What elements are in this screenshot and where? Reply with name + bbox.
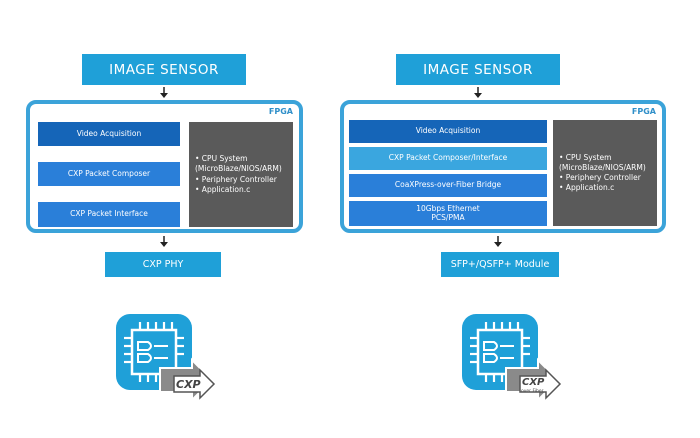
- cpu-line: • Application.c: [195, 184, 251, 194]
- chip-logo-icon: CXP: [116, 312, 216, 412]
- block-label: 10Gbps Ethernet PCS/PMA: [416, 203, 480, 222]
- cpu-line: • Periphery Controller: [195, 174, 277, 184]
- left-image-sensor-label: IMAGE SENSOR: [109, 61, 219, 78]
- right-fpga-container: FPGA Video Acquisition CXP Packet Compos…: [340, 100, 666, 233]
- right-ethernet-pcs-pma-block: 10Gbps Ethernet PCS/PMA: [349, 201, 547, 226]
- block-label: Video Acquisition: [76, 128, 142, 138]
- right-coaxpress-over-fiber-bridge-block: CoaXPress-over-Fiber Bridge: [349, 174, 547, 197]
- left-logo-text: CXP: [176, 378, 201, 391]
- right-image-sensor-box: IMAGE SENSOR: [396, 54, 560, 85]
- cpu-line: • CPU System: [559, 152, 612, 162]
- right-logo-subtext: over Fiber: [521, 388, 544, 394]
- block-label: Video Acquisition: [415, 126, 481, 136]
- left-image-sensor-box: IMAGE SENSOR: [82, 54, 246, 85]
- right-sfp-module-box: SFP+/QSFP+ Module: [441, 252, 559, 277]
- cpu-line: • Application.c: [559, 183, 615, 193]
- cpu-line: • Periphery Controller: [559, 173, 641, 182]
- arrow-down-icon: [156, 87, 172, 99]
- left-video-acquisition-block: Video Acquisition: [38, 122, 180, 146]
- right-cpu-system-block: • CPU System (MicroBlaze/NIOS/ARM) • Per…: [553, 120, 657, 226]
- right-cxp-packet-composer-interface-block: CXP Packet Composer/Interface: [349, 147, 547, 170]
- arrow-down-icon: [470, 87, 486, 99]
- block-label: CXP Packet Composer: [67, 168, 151, 178]
- block-label: CoaXPress-over-Fiber Bridge: [394, 180, 502, 190]
- left-cxp-phy-box: CXP PHY: [105, 252, 221, 277]
- chip-logo-icon: CXP over Fiber: [462, 312, 562, 412]
- cpu-line: • CPU System: [195, 154, 248, 164]
- right-sfp-module-label: SFP+/QSFP+ Module: [450, 259, 550, 270]
- arrow-down-icon: [490, 236, 506, 248]
- right-image-sensor-label: IMAGE SENSOR: [423, 61, 533, 78]
- left-fpga-label: FPGA: [268, 107, 293, 116]
- left-cxp-packet-composer-block: CXP Packet Composer: [38, 162, 180, 186]
- left-cxp-packet-interface-block: CXP Packet Interface: [38, 202, 180, 227]
- block-label: CXP Packet Composer/Interface: [388, 153, 508, 163]
- right-video-acquisition-block: Video Acquisition: [349, 120, 547, 143]
- arrow-down-icon: [156, 236, 172, 248]
- cpu-line: (MicroBlaze/NIOS/ARM): [195, 164, 282, 174]
- block-label: CXP Packet Interface: [70, 209, 148, 219]
- right-logo-text: CXP: [522, 377, 545, 388]
- left-cpu-system-block: • CPU System (MicroBlaze/NIOS/ARM) • Per…: [189, 122, 293, 227]
- left-cxp-phy-label: CXP PHY: [142, 259, 184, 270]
- cpu-line: (MicroBlaze/NIOS/ARM): [559, 162, 646, 172]
- right-fpga-label: FPGA: [631, 107, 656, 116]
- left-fpga-container: FPGA Video Acquisition CXP Packet Compos…: [26, 100, 303, 233]
